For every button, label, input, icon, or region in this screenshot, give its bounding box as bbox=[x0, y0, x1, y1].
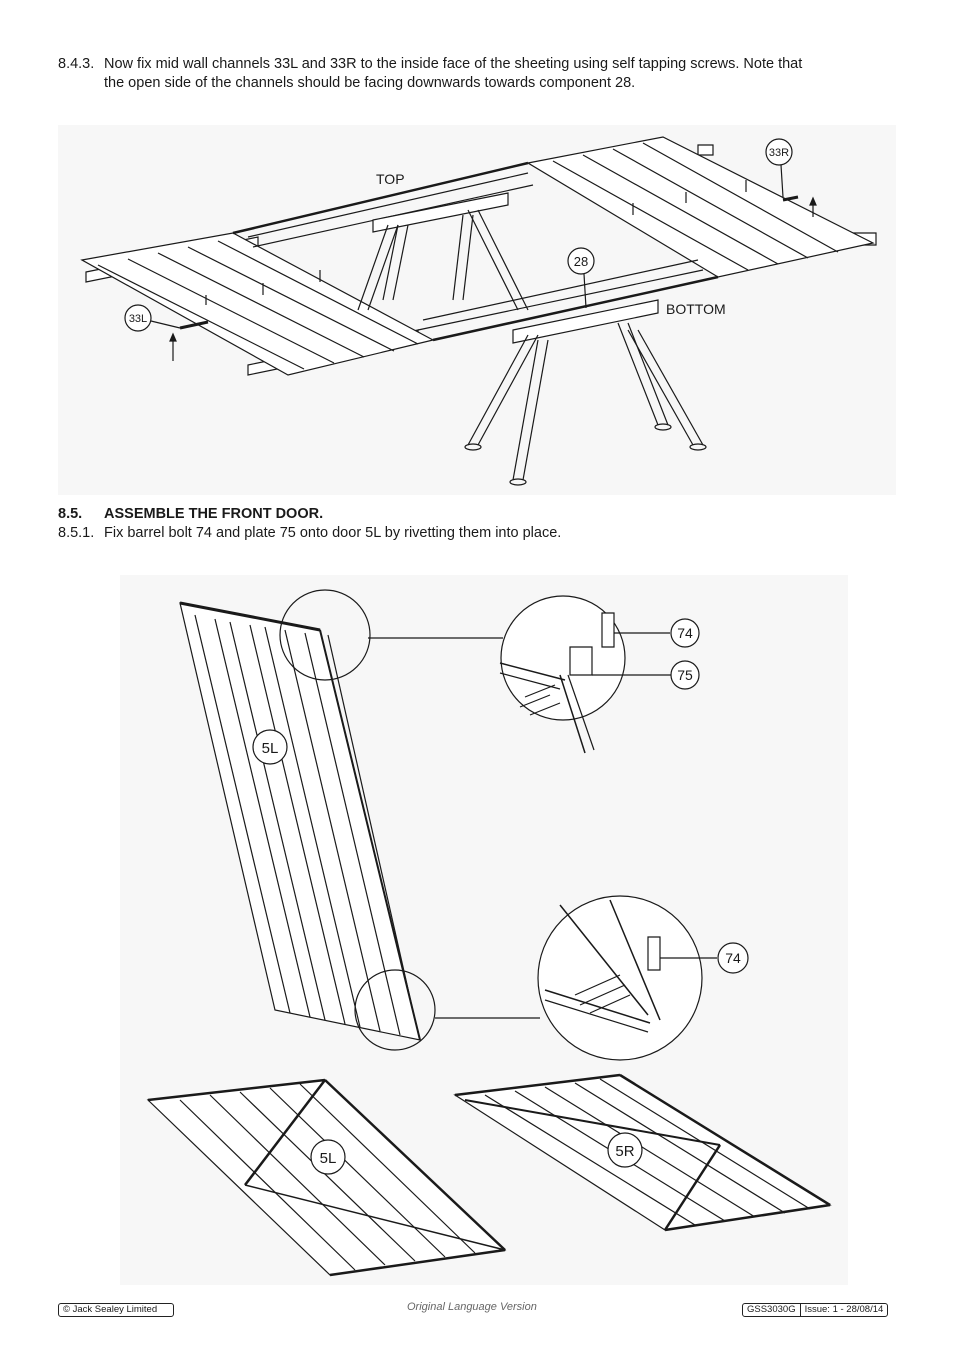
step-number: 8.5.1. bbox=[58, 525, 95, 541]
footer-copyright: © Jack Sealey Limited bbox=[58, 1303, 174, 1317]
step-text: Fix barrel bolt 74 and plate 75 onto doo… bbox=[104, 525, 562, 541]
label-bottom: BOTTOM bbox=[666, 301, 726, 317]
step-number: 8.4.3. bbox=[58, 56, 95, 72]
label-door-5L: 5L bbox=[262, 740, 279, 757]
step-text-line2: the open side of the channels should be … bbox=[104, 75, 636, 91]
callout-75: 75 bbox=[677, 667, 693, 683]
label-flat-door-5R: 5R bbox=[615, 1143, 634, 1160]
step-8-5-1: 8.5.1. Fix barrel bolt 74 and plate 75 o… bbox=[58, 524, 918, 544]
front-door-figure: 5L 74 75 74 5L 5R bbox=[120, 575, 848, 1285]
footer-model: GSS3030G bbox=[743, 1304, 801, 1316]
step-8-4-3: 8.4.3. Now fix mid wall channels 33L and… bbox=[58, 55, 918, 95]
label-top: TOP bbox=[376, 171, 405, 187]
footer-issue: Issue: 1 - 28/08/14 bbox=[804, 1304, 884, 1315]
callout-28: 28 bbox=[574, 254, 588, 269]
footer-document-info: GSS3030G Issue: 1 - 28/08/14 bbox=[742, 1303, 889, 1317]
section-8-5-heading: 8.5. ASSEMBLE THE FRONT DOOR. bbox=[58, 506, 323, 522]
callout-74-bottom: 74 bbox=[725, 950, 741, 966]
label-flat-door-5L: 5L bbox=[320, 1150, 337, 1167]
step-text-line1: Now fix mid wall channels 33L and 33R to… bbox=[104, 56, 803, 72]
footer-language: Original Language Version bbox=[407, 1301, 537, 1313]
section-title: ASSEMBLE THE FRONT DOOR. bbox=[104, 506, 324, 522]
callout-33L: 33L bbox=[129, 313, 147, 325]
wall-channel-figure: TOP BOTTOM 33L 33R 28 bbox=[58, 125, 896, 495]
callout-33R: 33R bbox=[769, 147, 789, 159]
callout-74-top: 74 bbox=[677, 625, 693, 641]
section-number: 8.5. bbox=[58, 506, 83, 522]
